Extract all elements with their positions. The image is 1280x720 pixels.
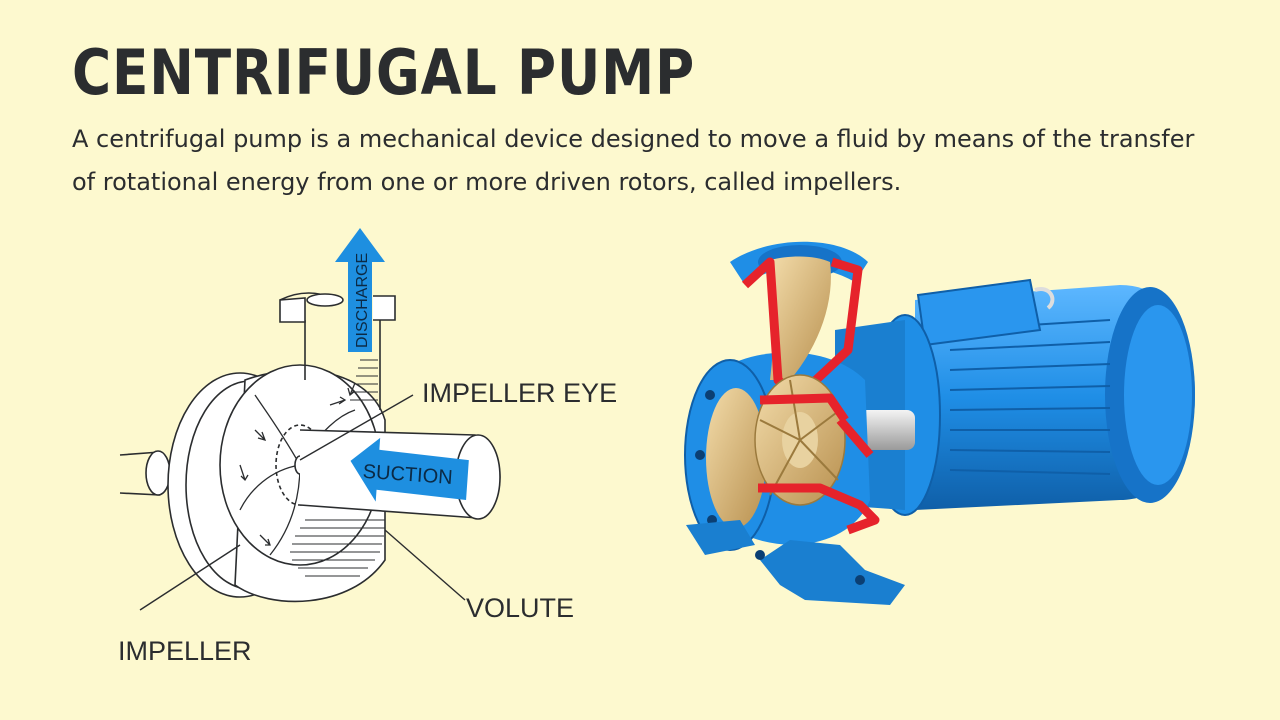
suction-arrow: SUCTION [350, 437, 469, 502]
impeller-eye-label: IMPELLER EYE [422, 378, 617, 408]
discharge-arrow: DISCHARGE [335, 228, 385, 352]
page-description: A centrifugal pump is a mechanical devic… [72, 125, 1195, 196]
page-title: CENTRIFUGAL PUMP [72, 36, 696, 109]
pump-line-drawing [119, 292, 501, 611]
volute-label: VOLUTE [466, 593, 574, 623]
pump-cutaway-render [684, 241, 1195, 605]
impeller-label: IMPELLER [118, 636, 252, 666]
discharge-label: DISCHARGE [354, 253, 371, 348]
